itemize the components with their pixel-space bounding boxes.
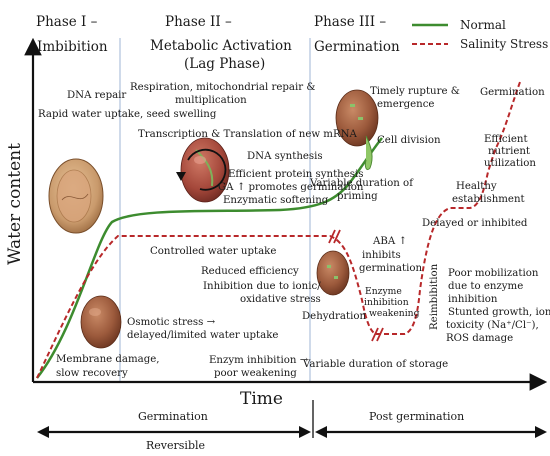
label-enzyme-inhibition-2: inhibition [364, 297, 409, 308]
label-protein-synthesis: Efficient protein synthesis [228, 169, 363, 180]
label-variable-priming-1: Variable duration of [309, 178, 414, 189]
label-controlled-uptake: Controlled water uptake [150, 246, 276, 257]
post-germination-span-arrow [315, 426, 547, 438]
label-transcription: Transcription & Translation of new mRNA [138, 129, 358, 140]
label-germination-right: Germination [480, 87, 545, 98]
label-osmotic-stress-1: Osmotic stress → [127, 317, 216, 328]
legend-stress-label: Salinity Stress [460, 37, 548, 51]
label-enzym-inhibition-1: Enzym inhibition → [209, 355, 309, 366]
label-efficient-2: nutrient [488, 146, 531, 157]
germination-span-arrow [37, 426, 311, 438]
x-axis-title: Time [240, 389, 283, 409]
label-poor-mobilization-2: due to enzyme [448, 281, 523, 292]
phase-2-title: Phase II – [165, 14, 232, 30]
seed-stressed-illustration [316, 250, 350, 296]
stress-break-mark-b [333, 229, 341, 244]
label-stunted-2: toxicity (Na⁺/Cl⁻), [446, 319, 539, 331]
y-axis-title: Water content [5, 143, 25, 265]
label-osmotic-stress-2: delayed/limited water uptake [127, 330, 278, 341]
label-poor-mobilization-3: inhibition [448, 294, 498, 305]
normal-curve [36, 137, 383, 379]
seed-imbibition-illustration [48, 158, 104, 234]
label-dna-synthesis: DNA synthesis [247, 151, 323, 162]
label-timely-rupture-2: emergence [377, 99, 434, 110]
label-timely-rupture-1: Timely rupture & [370, 86, 460, 97]
label-dehydration: Dehydration [302, 311, 366, 322]
label-respiration-1: Respiration, mitochondrial repair & [130, 82, 315, 93]
label-poor-mobilization-1: Poor mobilization [448, 268, 539, 279]
label-aba-3: germination [359, 263, 422, 274]
label-variable-storage: Variable duration of storage [302, 359, 448, 370]
label-rapid-uptake: Rapid water uptake, seed swelling [38, 109, 217, 120]
label-ga: GA ↑ promotes germination [218, 182, 364, 193]
label-healthy-2: establishment [452, 194, 526, 205]
seed-germinating-illustration [335, 89, 379, 171]
label-bottom-post-germination: Post germination [369, 410, 464, 423]
label-efficient-3: utilization [484, 158, 536, 169]
stress-break-mark-c [371, 327, 379, 342]
label-reversible: Reversible [146, 439, 205, 452]
label-membrane-damage-1: Membrane damage, [56, 354, 160, 365]
label-aba-1: ABA ↑ [372, 236, 407, 247]
label-stunted-1: Stunted growth, ion [448, 307, 550, 318]
label-enzyme-inhibition-1: Enzyme [365, 286, 402, 297]
label-inhibition-1: Inhibition due to ionic/ [203, 281, 321, 292]
stress-break-mark-d [376, 327, 384, 342]
phase-3-subtitle: Germination [314, 39, 400, 55]
phase-2-subtitle-lag: (Lag Phase) [184, 56, 265, 72]
phase-2-subtitle: Metabolic Activation [150, 38, 292, 54]
legend-normal-label: Normal [460, 18, 506, 32]
label-inhibition-2: oxidative stress [240, 294, 321, 305]
label-reimbibition: Reimbibition [429, 263, 440, 330]
label-efficient-1: Efficient [484, 134, 528, 145]
phase-3-title: Phase III – [314, 14, 386, 30]
label-reduced-efficiency: Reduced efficiency [201, 266, 299, 277]
label-cell-division: Cell division [377, 135, 441, 146]
label-enzyme-inhibition-3: - weakening [363, 308, 420, 319]
salinity-stress-curve [36, 81, 521, 379]
seed-dry-illustration [80, 295, 122, 349]
label-stunted-3: ROS damage [446, 333, 513, 344]
phase-1-title: Phase I – [36, 14, 98, 30]
label-enzym-inhibition-2: poor weakening [214, 368, 297, 379]
label-aba-2: inhibits [362, 250, 401, 261]
label-variable-priming-2: priming [337, 191, 378, 202]
stress-break-mark-a [328, 229, 336, 244]
phase-1-subtitle: Imbibition [37, 39, 108, 55]
label-respiration-2: multiplication [175, 95, 247, 106]
cycle-arrow-icon [176, 148, 227, 191]
label-dna-repair: DNA repair [67, 90, 126, 101]
label-delayed: Delayed or inhibited [422, 218, 528, 229]
label-healthy-1: Healthy [456, 181, 497, 192]
label-bottom-germination: Germination [138, 410, 208, 423]
label-enzymatic-softening: Enzymatic softening [223, 195, 329, 206]
label-membrane-damage-2: slow recovery [56, 368, 128, 379]
